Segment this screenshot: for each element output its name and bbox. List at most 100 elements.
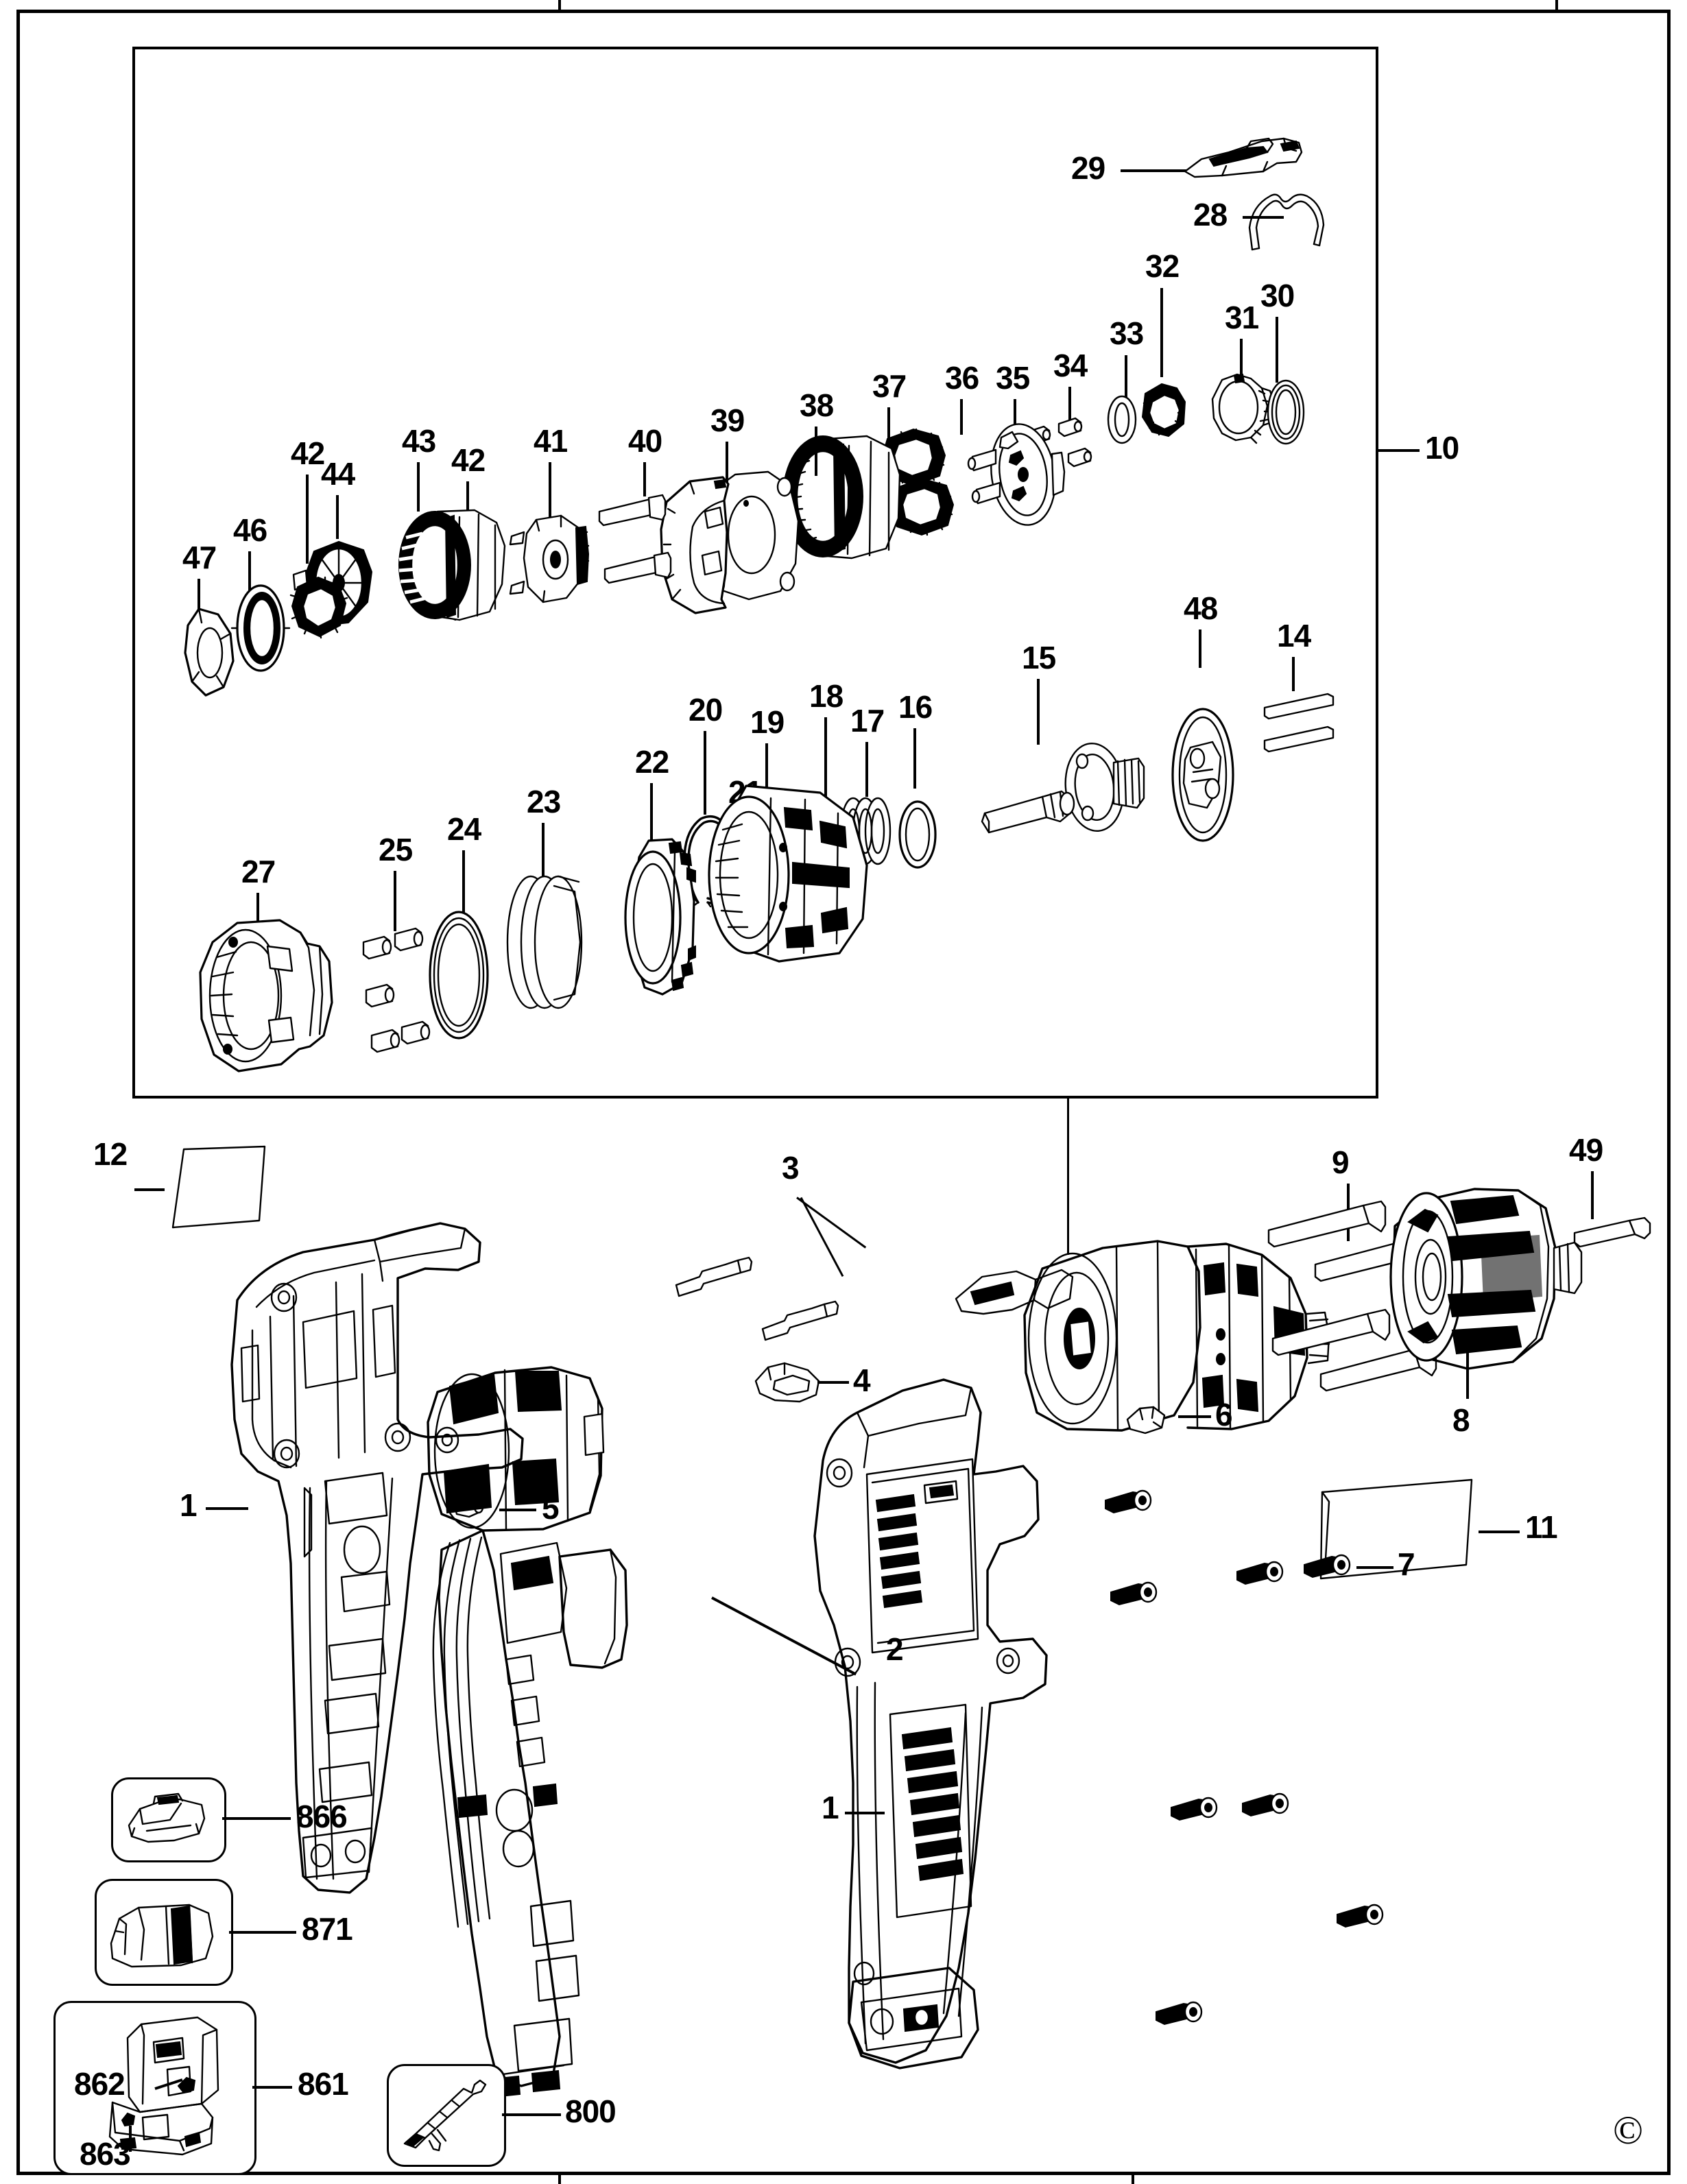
callout-22: 22 [635, 744, 669, 780]
callout-22-leader [650, 783, 653, 857]
callout-9: 9 [1332, 1144, 1350, 1180]
callout-4-leader [817, 1381, 849, 1384]
callout-30-leader [1276, 317, 1278, 383]
callout-39-leader [726, 442, 728, 484]
part-7-screw-b [1108, 1577, 1170, 1611]
callout-863-leader [129, 2126, 132, 2152]
part-23-clutch-spring [495, 865, 598, 1023]
callout-48: 48 [1184, 590, 1218, 626]
part-2-switch-module [384, 1337, 768, 2119]
callout-19: 19 [750, 704, 785, 740]
callout-28-leader [1243, 216, 1284, 219]
callout-31: 31 [1225, 300, 1259, 335]
callout-46-leader [248, 551, 251, 591]
callout-34-leader [1068, 387, 1071, 420]
callout-14: 14 [1277, 618, 1311, 653]
callout-16-leader [913, 728, 916, 789]
callout-7-leader [1356, 1566, 1393, 1569]
part-48-cam-plate [1155, 706, 1251, 843]
frame-tick-bottom-1 [558, 2174, 561, 2184]
callout-35-leader [1014, 399, 1016, 435]
part-7-screw-h [1153, 1997, 1215, 2031]
callout-861: 861 [298, 2066, 349, 2102]
part-15-spindle [979, 731, 1158, 861]
part-43-ring-gear [392, 507, 516, 624]
callout-42b-leader [466, 481, 469, 521]
accessory-box-800 [387, 2064, 506, 2167]
frame-tick-top-2 [1555, 0, 1558, 11]
part-49-chuck-screw [1570, 1215, 1660, 1256]
callout-10-leader [1378, 449, 1420, 452]
part-8-chuck [1372, 1166, 1598, 1392]
callout-17: 17 [850, 703, 885, 739]
callout-23-leader [542, 823, 545, 883]
part-1-right-housing [782, 1365, 1097, 2091]
callout-15: 15 [1022, 640, 1056, 675]
callout-44-leader [336, 495, 339, 539]
callout-6-leader [1178, 1415, 1211, 1418]
callout-3: 3 [782, 1150, 800, 1186]
callout-1-right: 1 [822, 1790, 839, 1825]
callout-33-leader [1125, 355, 1127, 402]
callout-37: 37 [872, 368, 907, 404]
part-7-screw-d [1302, 1550, 1363, 1584]
part-6-clip [1122, 1399, 1177, 1440]
callout-31-leader [1240, 339, 1243, 385]
part-21-clutch-housing-body [683, 782, 882, 967]
part-7-screw-e [1169, 1792, 1230, 1827]
callout-871: 871 [302, 1911, 353, 1947]
callout-40: 40 [628, 423, 662, 459]
callout-49: 49 [1569, 1132, 1603, 1168]
callout-47-leader [198, 579, 200, 617]
frame-tick-bottom-2 [1132, 2174, 1134, 2184]
part-871-charger [106, 1898, 221, 1973]
callout-29: 29 [1071, 150, 1105, 186]
callout-39: 39 [710, 403, 745, 438]
callout-43-leader [417, 462, 420, 512]
accessory-box-871 [95, 1879, 233, 1986]
callout-27: 27 [241, 854, 276, 889]
callout-47: 47 [182, 540, 217, 575]
callout-15-leader [1037, 679, 1040, 745]
part-28-clip-spring [1243, 187, 1332, 255]
callout-8-leader [1466, 1344, 1469, 1399]
part-33-washer [1101, 392, 1142, 447]
callout-11: 11 [1525, 1509, 1558, 1545]
part-31-collar [1199, 370, 1281, 446]
callout-42b: 42 [451, 442, 486, 478]
callout-33: 33 [1110, 315, 1144, 351]
callout-36: 36 [945, 360, 979, 396]
callout-4: 4 [853, 1363, 871, 1398]
callout-38: 38 [800, 387, 834, 423]
callout-1-right-leader [845, 1812, 885, 1814]
callout-25: 25 [379, 832, 413, 867]
part-800-screwdriver-bit [398, 2075, 494, 2155]
callout-17-leader [865, 742, 868, 797]
part-12-nameplate [151, 1144, 274, 1233]
part-32-nut [1134, 379, 1193, 444]
callout-32: 32 [1145, 248, 1180, 284]
callout-25-leader [394, 871, 396, 931]
callout-40-leader [643, 462, 646, 496]
callout-28: 28 [1193, 197, 1228, 232]
part-7-screw-c [1234, 1557, 1296, 1591]
part-41-lock-plate [507, 513, 603, 609]
part-4-clip [747, 1358, 837, 1413]
callout-35: 35 [996, 360, 1030, 396]
callout-24: 24 [447, 811, 481, 847]
callout-49-leader [1591, 1171, 1594, 1219]
callout-1-left-leader [206, 1507, 248, 1510]
callout-30: 30 [1260, 278, 1295, 313]
callout-42a-leader [306, 475, 309, 564]
callout-863: 863 [80, 2136, 131, 2172]
callout-48-leader [1199, 629, 1201, 668]
callout-8: 8 [1452, 1402, 1470, 1438]
callout-29-leader [1121, 169, 1189, 172]
part-27-gear-case-front [185, 919, 357, 1077]
part-35-planet-carrier [960, 417, 1070, 533]
callout-19-leader [765, 743, 768, 809]
callout-20: 20 [689, 692, 723, 728]
part-863-clip [118, 2108, 141, 2130]
callout-5-leader [499, 1509, 536, 1511]
frame-tick-top-1 [558, 0, 561, 11]
